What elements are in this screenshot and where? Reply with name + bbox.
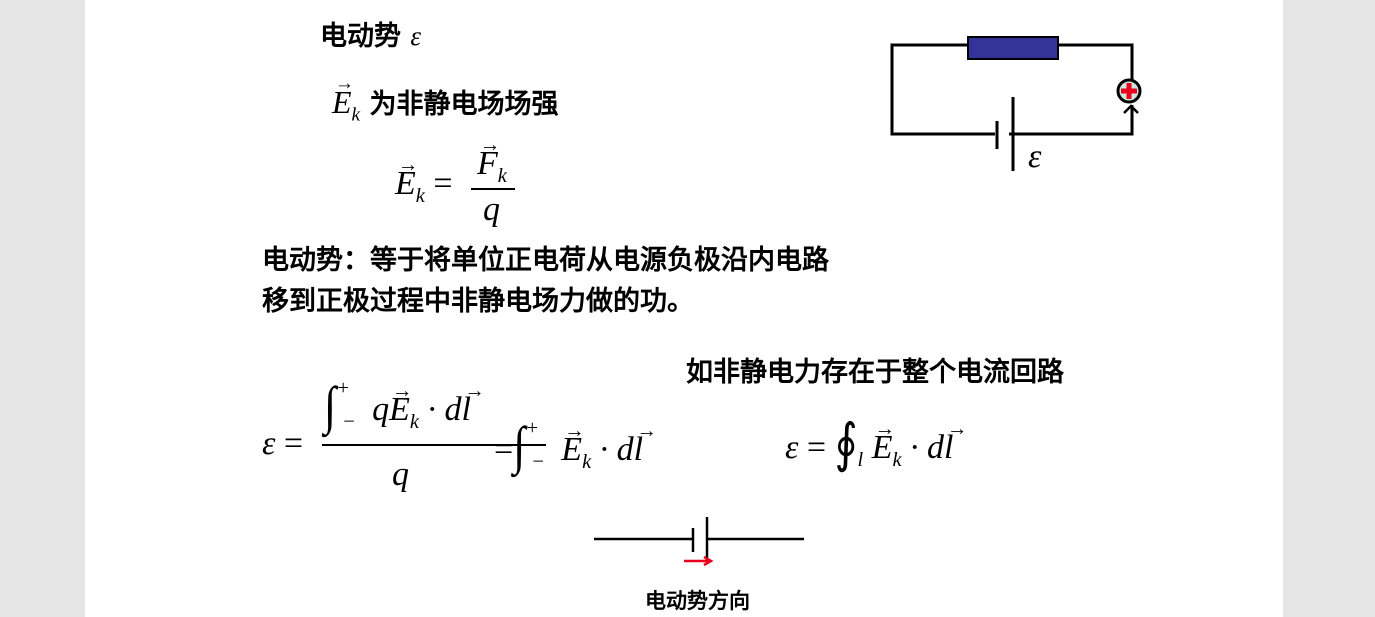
resistor: [967, 36, 1059, 60]
direction-label: 电动势方向: [645, 589, 750, 613]
ek-desc-text: 为非静电场场强: [369, 89, 559, 120]
ek-formula: Ek = Fk q: [395, 134, 535, 240]
definition-line-1: 电动势：等于将单位正电荷从电源负极沿内电路: [262, 245, 829, 276]
ek-description: Ek 为非静电场场强: [332, 73, 559, 126]
circuit-emf-label: ε: [1028, 138, 1042, 175]
loop-note: 如非静电力存在于整个电流回路: [686, 357, 1064, 388]
direction-arrow-icon: [684, 555, 714, 567]
emf-direction-diagram: [594, 517, 804, 567]
emf-integral-formula: ε = ∫+− qEk · dl q =∫+− Ek · dl: [262, 376, 682, 500]
arrow-up-icon: [1123, 104, 1139, 114]
title-text: 电动势: [320, 21, 401, 52]
circuit-diagram: ε: [890, 36, 1142, 175]
emf-loop-formula: ε = ∮l Ek · dl: [785, 414, 969, 473]
title: 电动势 ε: [320, 14, 421, 53]
slide: [85, 0, 1283, 617]
definition-line-2: 移到正极过程中非静电场力做的功。: [262, 286, 694, 317]
title-symbol: ε: [410, 21, 422, 51]
